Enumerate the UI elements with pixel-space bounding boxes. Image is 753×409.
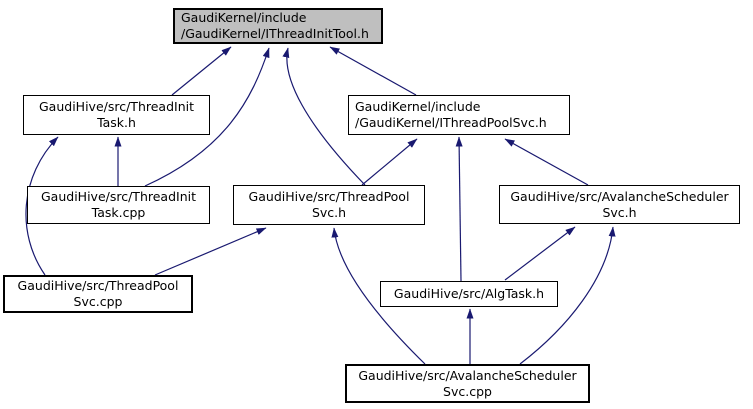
node-label-line: GaudiKernel/include bbox=[181, 10, 307, 25]
node-label-line: /GaudiKernel/IThreadInitTool.h bbox=[181, 26, 369, 41]
node-label-line: Svc.cpp bbox=[73, 294, 123, 309]
node-label-line: Task.cpp bbox=[91, 205, 146, 220]
edges-group bbox=[25, 46, 616, 365]
node-label-line: GaudiHive/src/AvalancheScheduler bbox=[510, 188, 729, 204]
node-label-line: GaudiKernel/include bbox=[355, 99, 481, 114]
node-algtask-h[interactable]: GaudiHive/src/AlgTask.h bbox=[380, 281, 558, 307]
node-label-line: GaudiHive/src/ThreadPool bbox=[248, 189, 410, 204]
node-label-line: Task.h bbox=[97, 115, 136, 130]
node-label-line: Svc.cpp bbox=[443, 383, 492, 399]
edge-ithreadpoolsvc-h-to-ithreadinittool-h bbox=[329, 46, 417, 96]
edge-avalancheschedulersvc-h-to-ithreadpoolsvc-h bbox=[504, 138, 589, 186]
node-label-line: Svc.h bbox=[602, 204, 637, 220]
node-label-line: GaudiHive/src/ThreadInit bbox=[41, 189, 196, 204]
edge-threadpoolsvc-cpp-to-threadpoolsvc-h bbox=[154, 227, 267, 276]
node-ithreadpoolsvc-h[interactable]: GaudiKernel/include/GaudiKernel/IThreadP… bbox=[348, 95, 570, 135]
edge-avalancheschedulersvc-cpp-to-threadpoolsvc-h bbox=[331, 227, 426, 365]
edge-threadinittask-h-to-ithreadinittool-h bbox=[171, 46, 232, 96]
edge-algtask-h-to-avalancheschedulersvc-h bbox=[504, 226, 576, 281]
node-label-line: Svc.h bbox=[311, 205, 347, 220]
node-ithreadinittool-h[interactable]: GaudiKernel/include/GaudiKernel/IThreadI… bbox=[173, 8, 383, 44]
edge-threadinittask-cpp-to-ithreadinittool-h bbox=[144, 47, 270, 187]
node-label-line: GaudiHive/src/AlgTask.h bbox=[393, 286, 545, 301]
node-label-line: GaudiHive/src/ThreadInit bbox=[39, 99, 194, 114]
edge-avalancheschedulersvc-cpp-to-avalancheschedulersvc-h bbox=[519, 226, 616, 365]
edge-threadpoolsvc-h-to-ithreadpoolsvc-h bbox=[361, 138, 418, 186]
node-label-line: GaudiHive/src/AvalancheScheduler bbox=[358, 367, 577, 383]
edge-threadpoolsvc-h-to-ithreadinittool-h bbox=[282, 47, 366, 186]
edge-threadpoolsvc-cpp-to-threadinittask-h bbox=[25, 136, 59, 276]
node-label-line: /GaudiKernel/IThreadPoolSvc.h bbox=[355, 115, 547, 130]
node-label-line: GaudiHive/src/ThreadPool bbox=[17, 278, 179, 293]
edge-algtask-h-to-ithreadpoolsvc-h bbox=[455, 136, 463, 282]
